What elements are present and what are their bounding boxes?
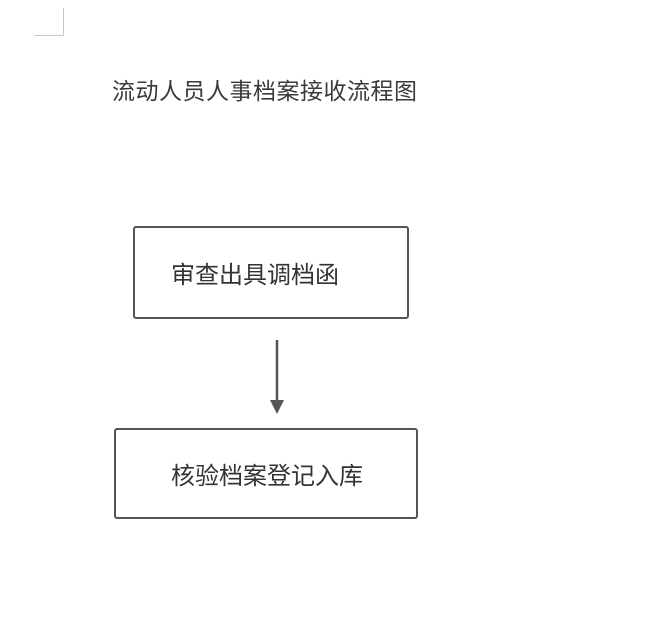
flow-step-label: 核验档案登记入库 xyxy=(171,462,363,490)
flow-arrow-down-icon xyxy=(270,340,284,414)
flow-step-label: 审查出具调档函 xyxy=(171,261,339,289)
page-title: 流动人员人事档案接收流程图 xyxy=(112,79,418,105)
page-corner-marker xyxy=(34,8,64,36)
flow-step-review-transfer-letter: 审查出具调档函 xyxy=(133,226,409,319)
flow-arrow-head xyxy=(270,400,284,414)
flow-step-verify-register-archive: 核验档案登记入库 xyxy=(114,428,418,519)
